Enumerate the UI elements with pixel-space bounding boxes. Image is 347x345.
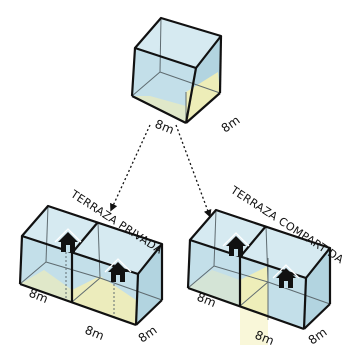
left-group: TERRAZA PRIVADA 8m 8m 8m <box>18 187 165 345</box>
top-cube: 8m 8m <box>130 16 243 137</box>
top-cube-dim-front: 8m <box>153 117 176 137</box>
arrow-to-left <box>110 124 151 212</box>
house-icon <box>222 232 250 256</box>
house-icon <box>104 258 132 282</box>
arrow-to-right <box>175 124 212 218</box>
left-group-dim-left: 8m <box>27 286 50 306</box>
top-cube-dim-right: 8m <box>219 113 243 136</box>
left-group-dim-front: 8m <box>83 323 106 343</box>
house-icon <box>272 264 300 288</box>
left-group-dim-right: 8m <box>136 323 160 345</box>
right-group: TERRAZA COMPARTIDA 8m 8m 8m <box>186 183 346 345</box>
right-group-dim-right: 8m <box>306 325 330 345</box>
house-icon <box>54 228 82 252</box>
right-group-dim-front: 8m <box>253 328 276 345</box>
split-arrows <box>110 124 212 218</box>
right-group-dim-left: 8m <box>195 290 218 310</box>
